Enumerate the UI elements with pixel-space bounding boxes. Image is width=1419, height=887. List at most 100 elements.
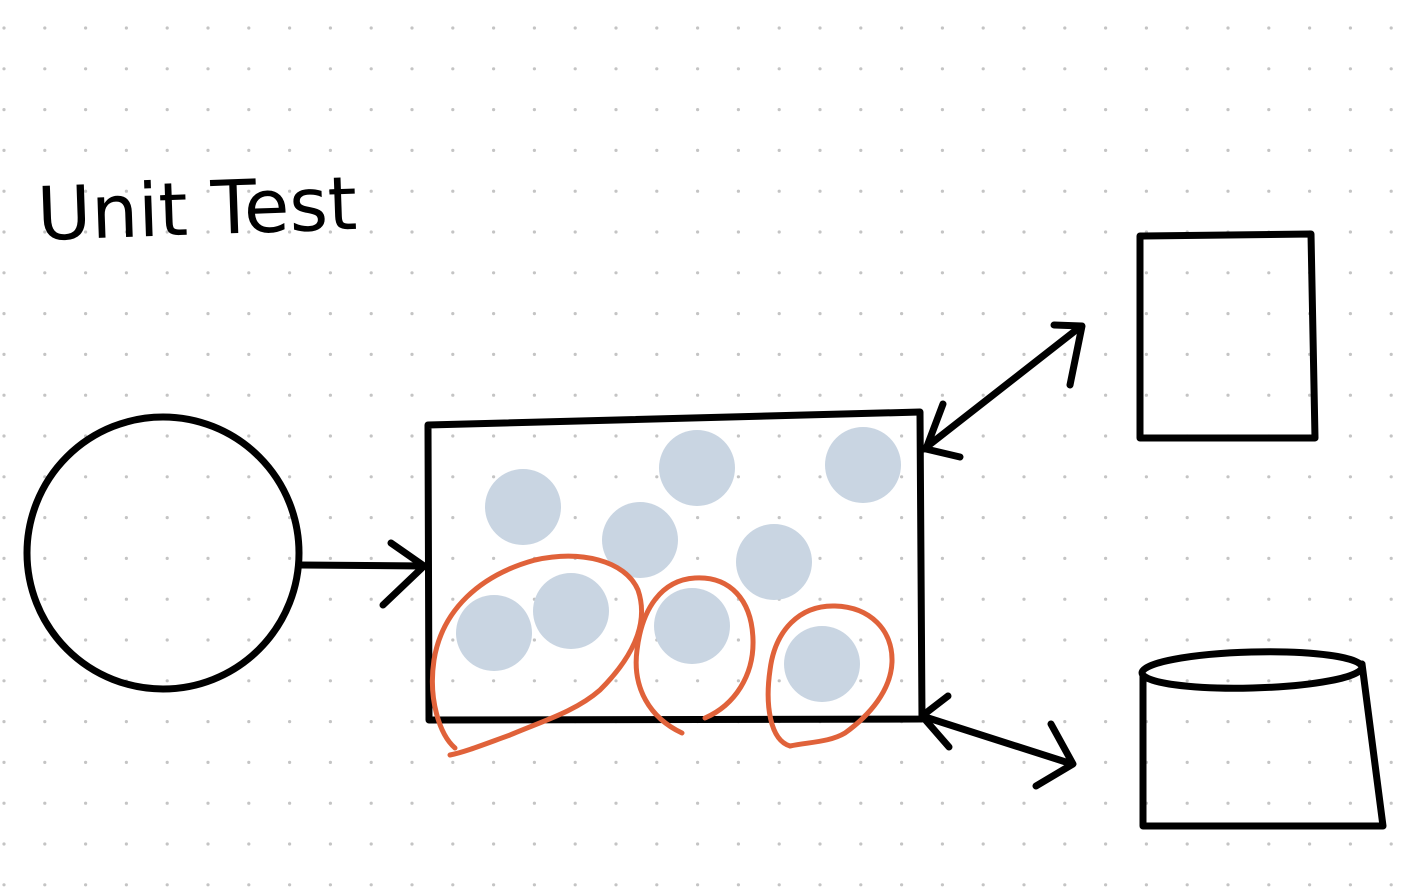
grid-dot	[1022, 271, 1026, 275]
grid-dot	[1348, 801, 1352, 805]
grid-dot	[43, 148, 47, 152]
grid-dot	[1022, 189, 1026, 193]
grid-dot	[2, 434, 6, 438]
grid-dot	[451, 556, 455, 561]
grid-dot	[328, 434, 332, 438]
grid-dot	[1185, 271, 1189, 275]
grid-dot	[696, 516, 700, 520]
grid-dot	[1348, 108, 1352, 112]
grid-dot	[1267, 189, 1271, 193]
grid-dot	[1389, 516, 1393, 520]
grid-dot	[1144, 516, 1148, 520]
grid-dot	[1308, 842, 1312, 846]
grid-dot	[1348, 475, 1352, 479]
input-arrow[interactable]	[296, 539, 429, 609]
database-cylinder[interactable]	[1138, 648, 1387, 830]
grid-dot	[1267, 271, 1271, 275]
grid-dot	[328, 148, 332, 152]
grid-dot	[777, 393, 781, 397]
grid-dot	[1063, 26, 1067, 30]
grid-dot	[1063, 516, 1067, 520]
grid-dot	[410, 189, 414, 193]
grid-dot	[43, 760, 47, 765]
grid-dot	[451, 842, 455, 846]
grid-dot	[2, 312, 6, 316]
grid-dot	[981, 516, 985, 520]
grid-dot	[2, 516, 6, 520]
grid-dot	[492, 271, 496, 275]
grid-dot	[777, 189, 781, 193]
grid-dot	[247, 720, 251, 724]
grid-dot	[1348, 148, 1352, 152]
grid-dot	[247, 760, 251, 765]
grid-dot	[328, 189, 332, 193]
grid-dot	[2, 108, 6, 112]
grid-dot	[206, 475, 210, 479]
grid-dot	[1226, 271, 1230, 275]
external-service-square[interactable]	[1136, 230, 1319, 442]
grid-dot	[532, 189, 537, 193]
grid-dot	[900, 883, 904, 887]
grid-dot	[369, 883, 373, 887]
grid-dot	[614, 67, 618, 71]
grid-dot	[84, 271, 88, 275]
grid-dot	[410, 230, 414, 234]
grid-dot	[1308, 393, 1312, 397]
upper-bidirectional-arrow[interactable]	[920, 321, 1086, 461]
grid-dot	[900, 638, 904, 642]
grid-dot	[2, 679, 6, 683]
grid-dot	[696, 230, 700, 234]
grid-dot	[1144, 556, 1148, 561]
grid-dot	[247, 230, 251, 234]
grid-dot	[328, 638, 332, 642]
grid-dot	[124, 720, 128, 724]
grid-dot	[1267, 516, 1271, 520]
grid-dot	[43, 597, 47, 601]
grid-dot	[43, 230, 47, 234]
grid-dot	[696, 148, 700, 152]
grid-dot	[84, 189, 88, 193]
grid-dot	[859, 842, 863, 846]
grid-dot	[736, 801, 741, 805]
grid-dot	[206, 271, 210, 275]
grid-dot	[1267, 352, 1271, 356]
grid-dot	[451, 312, 455, 316]
grid-dot	[43, 108, 47, 112]
client-circle[interactable]	[23, 413, 303, 693]
grid-dot	[1144, 475, 1148, 479]
grid-dot	[859, 108, 863, 112]
grid-dot	[940, 148, 945, 152]
grid-dot	[1185, 679, 1189, 683]
grid-dot	[1063, 189, 1067, 193]
grid-dot	[900, 801, 904, 805]
grid-dot	[981, 597, 985, 601]
grid-dot	[1022, 434, 1026, 438]
grid-dot	[573, 883, 577, 887]
grid-dot	[1185, 801, 1189, 805]
diagram-title: Unit Test	[36, 161, 359, 258]
grid-dot	[532, 148, 537, 152]
grid-dot	[1226, 801, 1230, 805]
grid-dot	[1144, 148, 1148, 152]
grid-dot	[655, 271, 659, 275]
grid-dot	[655, 393, 659, 397]
grid-dot	[1022, 556, 1026, 561]
lower-bidirectional-arrow[interactable]	[918, 692, 1077, 790]
grid-dot	[247, 842, 251, 846]
grid-dot	[328, 679, 332, 683]
grid-dot	[124, 475, 128, 479]
grid-dot	[124, 883, 128, 887]
grid-dot	[206, 720, 210, 724]
grid-dot	[43, 67, 47, 71]
grid-dot	[328, 393, 332, 397]
grid-dot	[1226, 556, 1230, 561]
grid-dot	[206, 516, 210, 520]
grid-dot	[1267, 801, 1271, 805]
grid-dot	[614, 679, 618, 683]
grid-dot	[369, 516, 373, 520]
grid-dot	[696, 271, 700, 275]
grid-dot	[288, 230, 292, 234]
grid-dot	[1226, 352, 1230, 356]
grid-dot	[1348, 26, 1352, 30]
